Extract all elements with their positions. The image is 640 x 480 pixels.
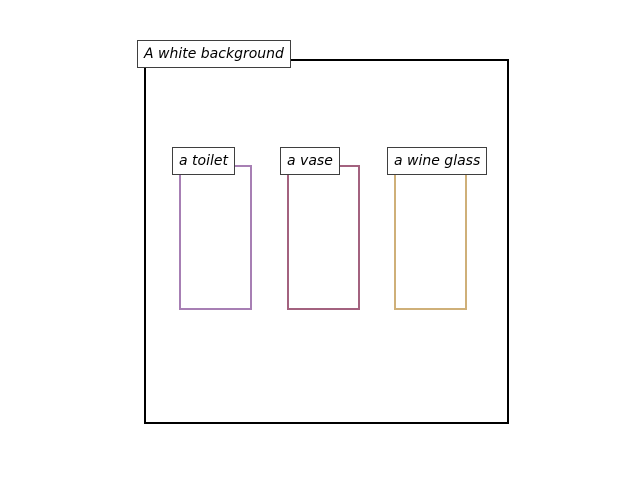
- toilet-box: [179, 165, 252, 310]
- background-label: A white background: [137, 40, 291, 68]
- toilet-label: a toilet: [172, 147, 235, 175]
- wine-glass-label: a wine glass: [387, 147, 488, 175]
- vase-label: a vase: [280, 147, 340, 175]
- wine-glass-box: [394, 165, 467, 310]
- vase-box: [287, 165, 360, 310]
- background-frame: [144, 59, 509, 424]
